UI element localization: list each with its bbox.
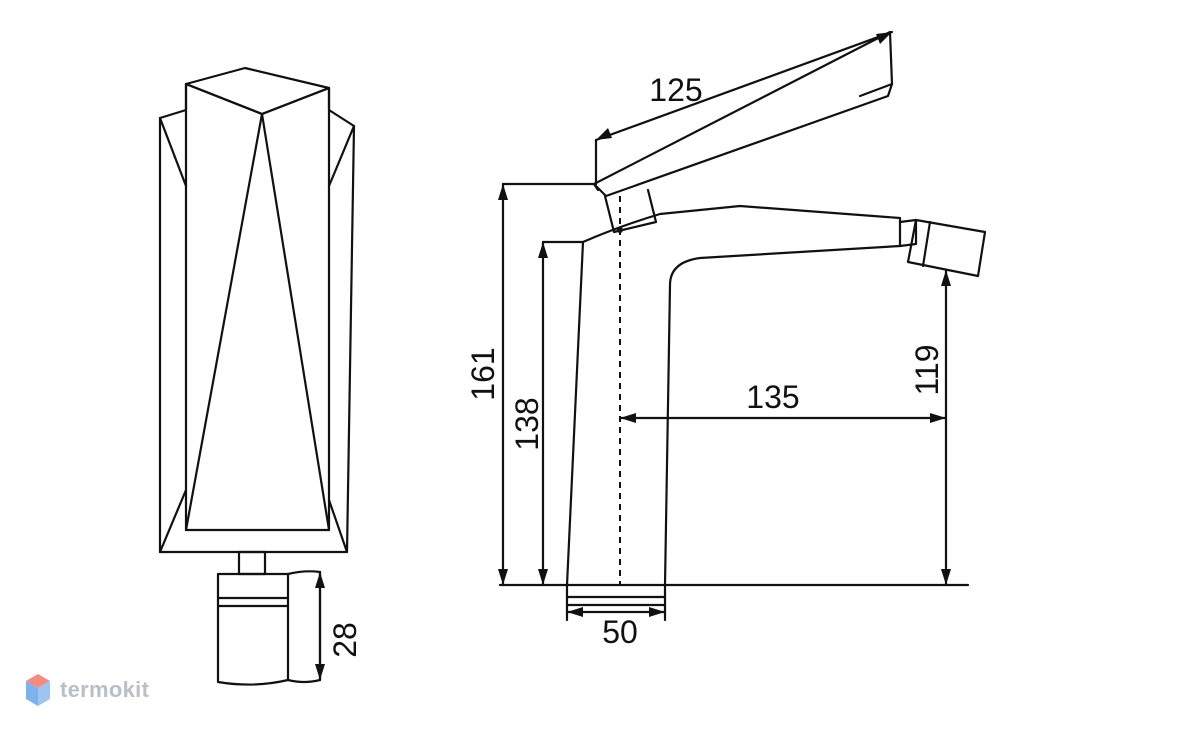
front-view-left-facet bbox=[184, 82, 264, 532]
side-view bbox=[498, 30, 987, 607]
side-view-lever-end-line bbox=[858, 82, 894, 98]
label-body-height: 138 bbox=[509, 397, 545, 450]
dimension-connector-height: 28 bbox=[315, 570, 363, 682]
label-connector-height: 28 bbox=[327, 622, 363, 658]
side-view-aerator-neck bbox=[898, 218, 918, 248]
dimension-outlet-height: 119 bbox=[909, 268, 951, 587]
side-view-body bbox=[565, 204, 902, 587]
side-view-aerator bbox=[906, 218, 987, 278]
termokit-logo-icon bbox=[26, 674, 50, 706]
front-view-connector bbox=[216, 572, 290, 686]
side-view-lever-stem bbox=[603, 188, 658, 234]
front-view-edge-tr bbox=[327, 124, 356, 188]
dimension-total-height: 161 bbox=[465, 182, 598, 587]
dimension-spout-reach: 135 bbox=[618, 379, 948, 423]
front-view-edge-tl bbox=[158, 116, 188, 188]
label-spout-length: 125 bbox=[649, 72, 702, 108]
label-outlet-height: 119 bbox=[909, 344, 945, 395]
side-view-pivot-point bbox=[617, 227, 623, 233]
watermark: termokit bbox=[24, 670, 149, 710]
front-view-outer-body bbox=[158, 82, 356, 554]
dimension-base-width: 50 bbox=[565, 603, 667, 650]
watermark-text: termokit bbox=[60, 677, 150, 702]
dimension-spout-length: 125 bbox=[594, 30, 894, 186]
label-base-width: 50 bbox=[602, 614, 638, 650]
front-view-edge-bl bbox=[158, 488, 188, 554]
dimension-body-height: 138 bbox=[509, 240, 585, 587]
label-total-height: 161 bbox=[465, 347, 501, 400]
front-view-right-facet bbox=[260, 86, 331, 532]
front-view-top-cap bbox=[184, 66, 331, 116]
side-view-lever-handle bbox=[592, 30, 894, 198]
front-view-edge-br bbox=[327, 498, 349, 554]
front-view bbox=[158, 66, 356, 686]
front-view-stem bbox=[237, 550, 267, 576]
side-view-aerator-ring bbox=[921, 220, 932, 268]
side-view-base-plate bbox=[565, 583, 667, 607]
label-spout-reach: 135 bbox=[746, 379, 799, 415]
